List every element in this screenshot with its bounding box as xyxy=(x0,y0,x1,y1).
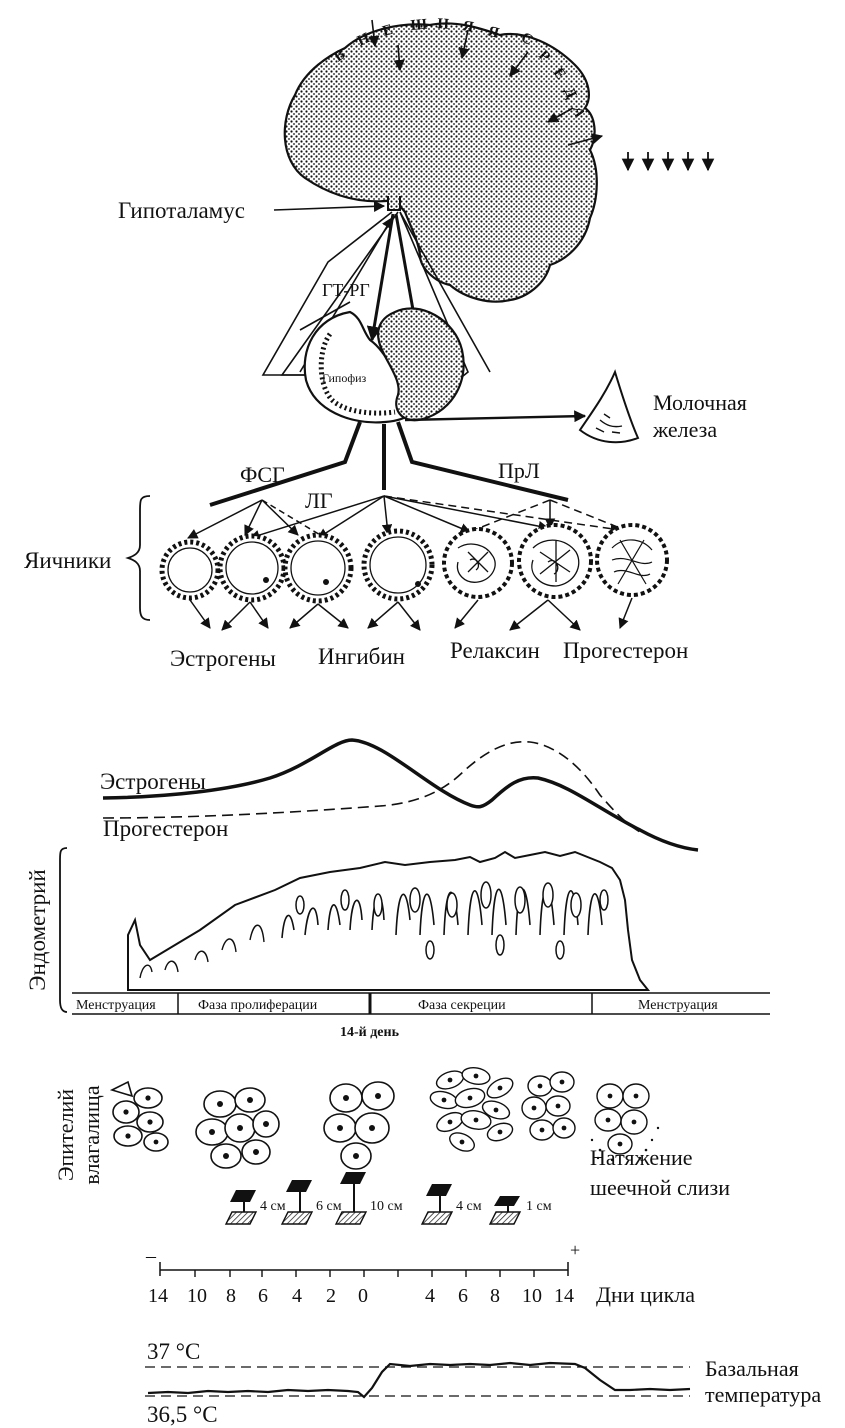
mucus-test xyxy=(282,1180,312,1224)
epithelium-cells xyxy=(112,1066,659,1169)
day-14-marker: 14-й день xyxy=(340,1025,400,1040)
phase-proliferation: Фаза пролиферации xyxy=(198,998,318,1013)
estrogen-curve-label: Эстрогены xyxy=(100,769,206,794)
basal-temperature-curve xyxy=(148,1363,690,1397)
corpus-luteum xyxy=(444,529,512,597)
temp-label-high: 37 °C xyxy=(147,1339,200,1364)
corpus-luteum xyxy=(597,525,667,595)
cell-cluster xyxy=(112,1082,168,1151)
endometrium-label: Эндометрий xyxy=(25,869,50,990)
basal-temperature-label-line2: температура xyxy=(705,1382,821,1407)
mucus-stretch-value: 4 см xyxy=(260,1199,286,1214)
cycle-axis-label: Дни цикла xyxy=(596,1282,695,1307)
hormone-label-inhibin: Ингибин xyxy=(318,644,405,669)
cell-cluster xyxy=(428,1066,516,1155)
cycle-tick: 4 xyxy=(292,1285,302,1307)
ovaries-bracket xyxy=(128,496,150,620)
mucus-test xyxy=(226,1190,256,1224)
phase-menstruation-1: Менструация xyxy=(76,998,156,1013)
cycle-tick: 4 xyxy=(425,1285,435,1307)
cycle-axis-minus: – xyxy=(145,1245,157,1267)
mucus-stretch-tests: 4 см 6 см 10 см 4 см 1 см xyxy=(226,1172,552,1224)
basal-temperature-chart xyxy=(145,1363,690,1397)
cycle-tick: 10 xyxy=(187,1285,207,1307)
mucus-stretch-value: 4 см xyxy=(456,1199,482,1214)
cycle-tick: 0 xyxy=(358,1285,368,1307)
cervical-mucus-label-line2: шеечной слизи xyxy=(590,1175,730,1200)
cycle-tick: 6 xyxy=(458,1285,468,1307)
cervical-mucus-label-line1: Натяжение xyxy=(590,1145,693,1170)
cycle-axis xyxy=(160,1262,568,1277)
mucus-stretch-value: 6 см xyxy=(316,1199,342,1214)
vaginal-epithelium-label-line1: Эпителий xyxy=(53,1089,78,1181)
corpus-luteum xyxy=(519,525,591,597)
cycle-tick: 14 xyxy=(554,1285,574,1307)
phase-menstruation-2: Менструация xyxy=(638,998,718,1013)
cell-cluster xyxy=(324,1082,394,1169)
hormone-label-relaxin: Релаксин xyxy=(450,638,540,663)
cell-cluster xyxy=(196,1088,279,1168)
ovaries-label: Яичники xyxy=(24,548,111,573)
progesterone-curve-label: Прогестерон xyxy=(103,816,228,841)
mammary-gland xyxy=(580,372,638,442)
hypothalamus-pointer xyxy=(274,206,384,210)
mammary-label-line2: железа xyxy=(652,417,717,442)
mucus-test xyxy=(336,1172,366,1224)
downward-arrows xyxy=(628,152,708,170)
env-letter: Ш xyxy=(410,17,428,34)
fsg-label: ФСГ xyxy=(240,462,285,487)
follicle xyxy=(220,536,284,600)
cell-cluster xyxy=(522,1072,575,1140)
hypothalamus-label: Гипоталамус xyxy=(118,198,245,223)
cycle-axis-plus: + xyxy=(570,1240,580,1260)
endometrium-bracket xyxy=(60,848,67,1012)
follicle-to-hormone-arrows xyxy=(190,598,632,630)
follicle xyxy=(162,542,218,598)
basal-temperature-label-line1: Базальная xyxy=(705,1356,799,1381)
hormone-labels: Эстрогены Ингибин Релаксин Прогестерон xyxy=(170,638,688,671)
mammary-label-line1: Молочная xyxy=(653,390,747,415)
hormone-label-progesterone: Прогестерон xyxy=(563,638,688,663)
hormone-label-estrogens: Эстрогены xyxy=(170,646,276,671)
pituitary-gland xyxy=(305,308,464,422)
phase-secretion: Фаза секреции xyxy=(418,998,506,1013)
temp-label-low: 36,5 °С xyxy=(147,1402,218,1427)
endometrium-tissue xyxy=(128,852,648,990)
mucus-stretch-value: 10 см xyxy=(370,1199,403,1214)
mucus-test xyxy=(422,1184,452,1224)
follicle xyxy=(364,531,432,599)
cycle-tick: 8 xyxy=(226,1285,236,1307)
cycle-tick: 8 xyxy=(490,1285,500,1307)
cycle-tick: 2 xyxy=(326,1285,336,1307)
pituitary-label: Гипофиз xyxy=(322,371,367,385)
vaginal-epithelium-label-line2: влагалища xyxy=(79,1085,104,1185)
cycle-tick: 6 xyxy=(258,1285,268,1307)
env-letter: Н xyxy=(437,16,450,33)
mucus-stretch-value: 1 см xyxy=(526,1199,552,1214)
gt-rg-label: ГТ-РГ xyxy=(322,280,370,300)
mucus-test xyxy=(490,1196,520,1224)
prl-label: ПрЛ xyxy=(498,458,540,483)
cycle-tick: 10 xyxy=(522,1285,542,1307)
follicle xyxy=(285,535,351,601)
lg-label: ЛГ xyxy=(305,488,333,513)
follicles xyxy=(162,525,667,601)
cycle-tick: 14 xyxy=(148,1285,168,1307)
cycle-axis-ticks: 14 10 8 6 4 2 0 4 6 8 10 14 xyxy=(148,1285,574,1307)
